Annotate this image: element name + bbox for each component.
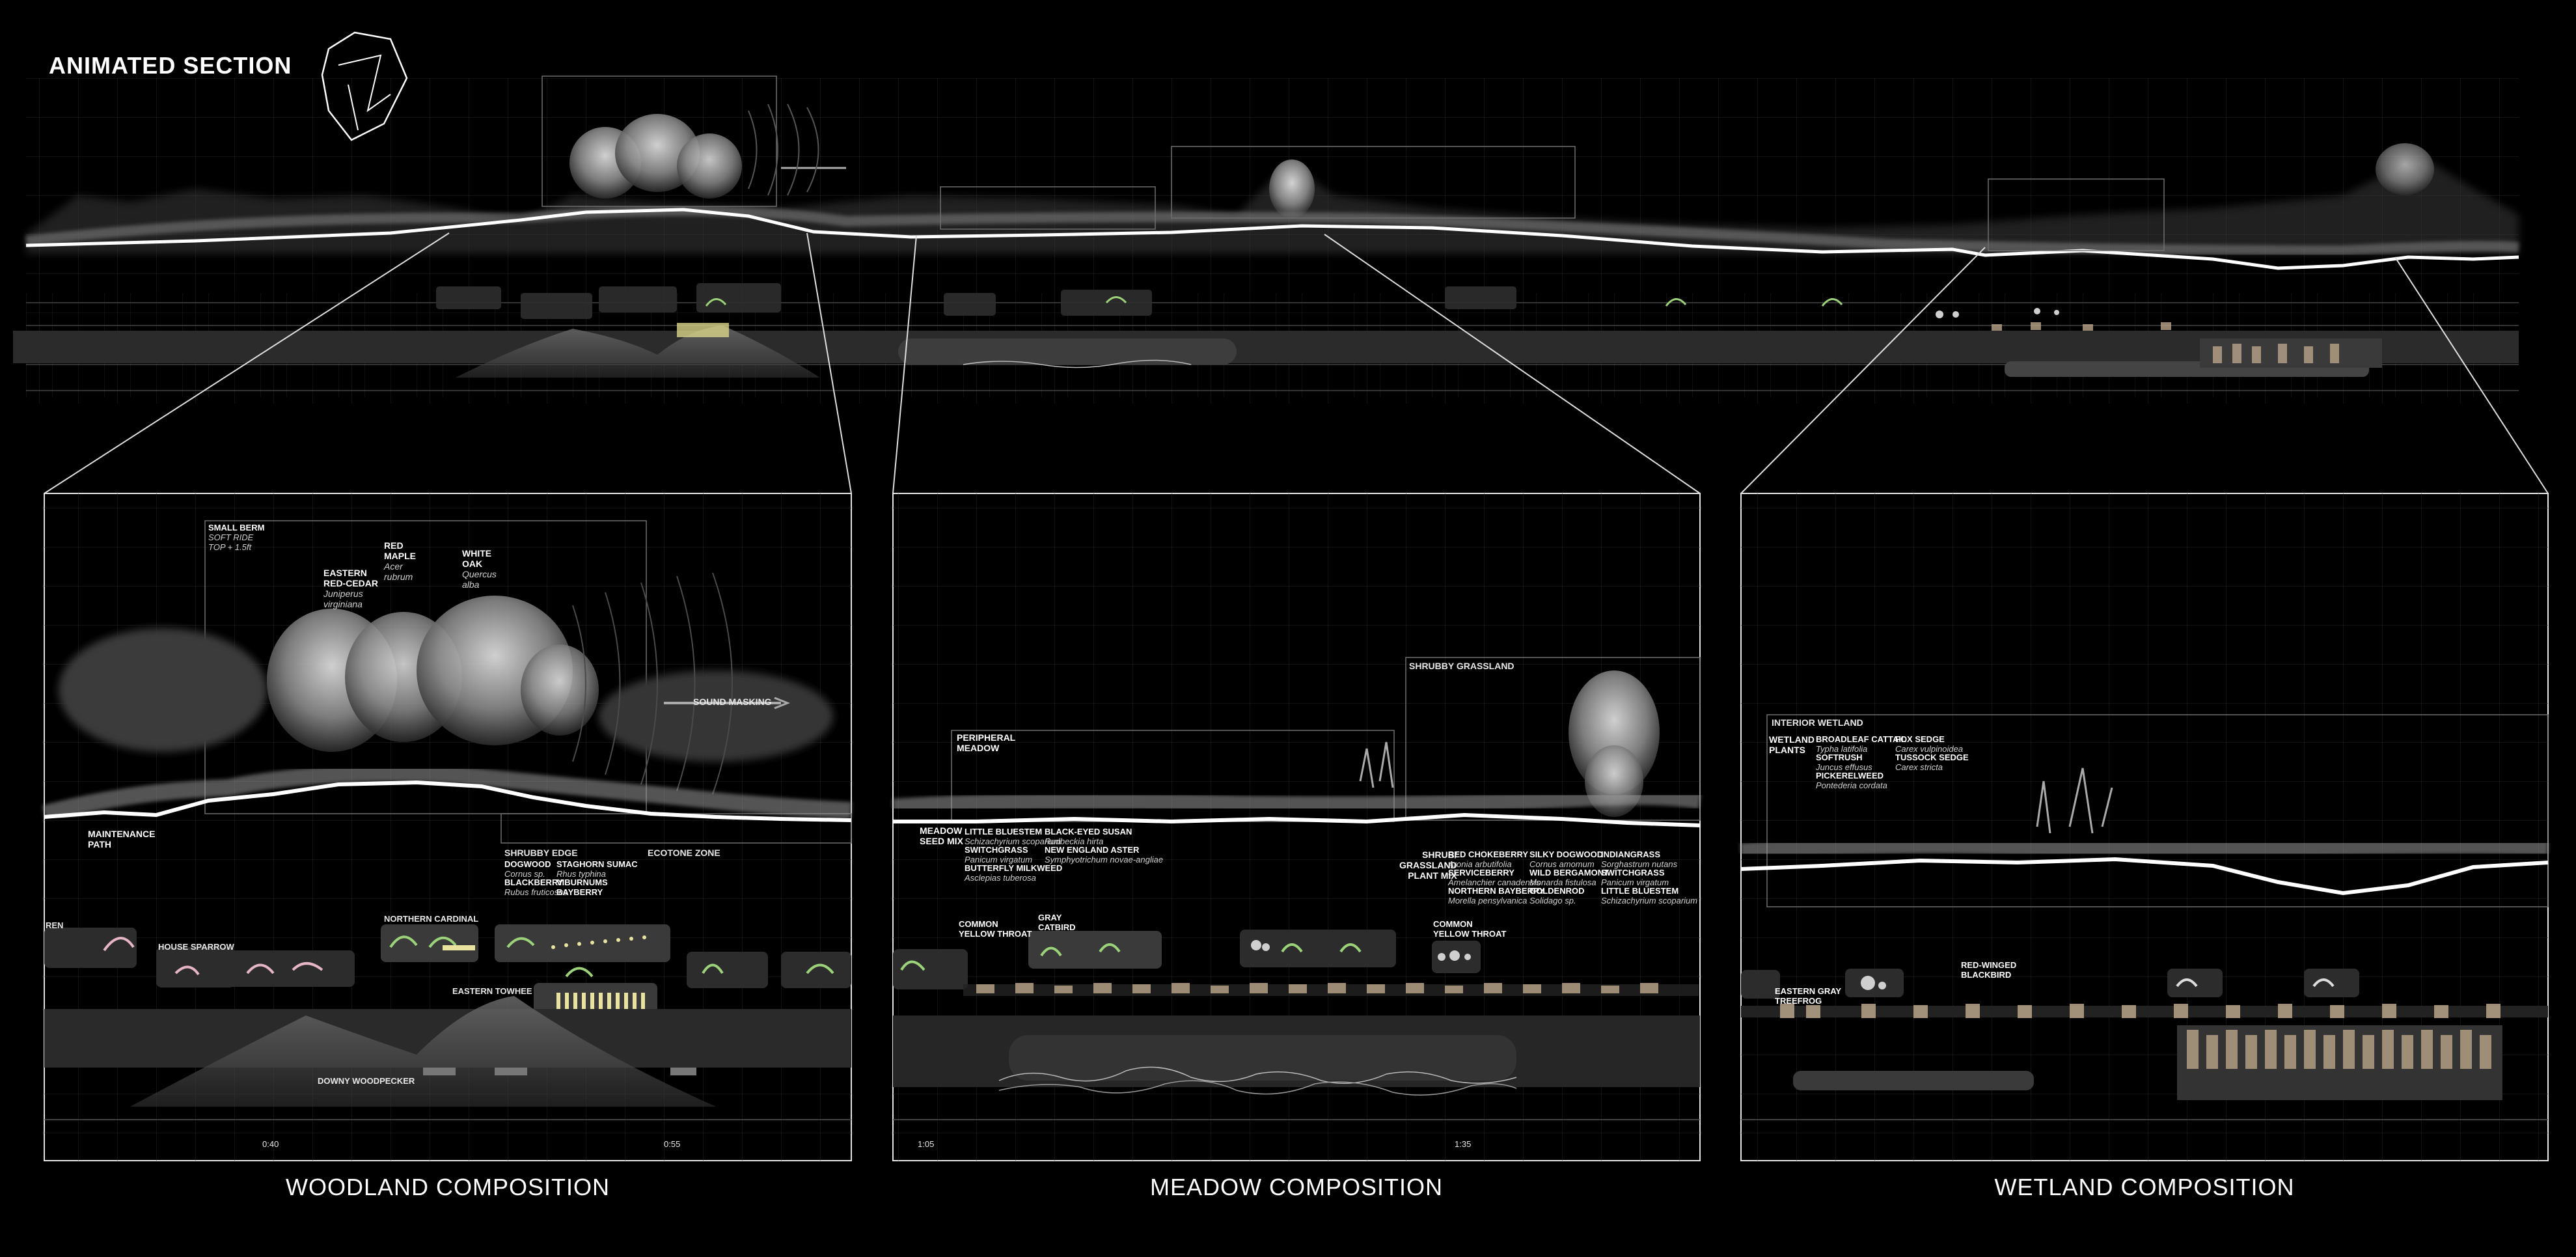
maintenance-path-label: MAINTENANCE PATH bbox=[88, 829, 156, 850]
shrub-plant-silky-dogwood: SILKY DOGWOOD Cornus amomum bbox=[1529, 850, 1604, 869]
shrubby-grassland-label: SHRUBBY GRASSLAND bbox=[1409, 661, 1514, 671]
bird-blackbird-label: RED-WINGED BLACKBIRD bbox=[1961, 960, 2017, 980]
shrub-grassland-mix-label: SHRUB/ GRASSLAND PLANT MIX bbox=[1399, 850, 1457, 881]
meadow-seed-mix-label: MEADOW SEED MIX bbox=[920, 825, 963, 846]
woodland-maple-label: RED MAPLE Acer rubrum bbox=[384, 540, 416, 582]
ecotone-zone-label: ECOTONE ZONE bbox=[648, 848, 720, 858]
meadow-plant-aster: NEW ENGLAND ASTER Symphyotrichum novae-a… bbox=[1045, 845, 1164, 864]
wetland-tree bbox=[2376, 143, 2434, 195]
woodland-panel bbox=[42, 493, 852, 1161]
shrub-plant-dogwood: DOGWOOD Cornus sp. bbox=[504, 859, 551, 879]
wetland-plant-fox-sedge: FOX SEDGE Carex vulpinoidea bbox=[1895, 734, 1964, 754]
page-title: ANIMATED SECTION bbox=[49, 52, 292, 79]
shrub-plant-sumac: STAGHORN SUMAC Rhus typhina bbox=[556, 859, 638, 879]
meadow-time-2: 1:35 bbox=[1455, 1139, 1472, 1149]
shrub-plant-chokeberry: RED CHOKEBERRY Aronia arbutifolia bbox=[1448, 850, 1529, 869]
overview-section bbox=[13, 31, 2519, 404]
bird-yellowthroat-2-label: COMMON YELLOW THROAT bbox=[1433, 919, 1507, 939]
meadow-caption: MEADOW COMPOSITION bbox=[1150, 1174, 1443, 1200]
woodland-berm-label: SMALL BERM SOFT RIDE TOP + 1.5ft bbox=[208, 523, 265, 552]
meadow-plant-bluestem: LITTLE BLUESTEM Schizachyrium scoparium bbox=[965, 827, 1062, 846]
shrub-plant-bergamont: WILD BERGAMONT Monarda fistulosa bbox=[1529, 868, 1610, 887]
woodland-time-1: 0:40 bbox=[262, 1139, 279, 1149]
peripheral-meadow-label: PERIPHERAL MEADOW bbox=[957, 732, 1016, 753]
shrub-plant-goldenrod: GOLDENROD Solidago sp. bbox=[1529, 886, 1585, 905]
woodland-caption: WOODLAND COMPOSITION bbox=[285, 1174, 610, 1200]
wetland-panel bbox=[1740, 493, 2549, 1161]
wetland-frog-calls bbox=[1780, 1004, 2501, 1018]
shrub-plant-switchgrass: SWITCHGRASS Panicum virgatum bbox=[1601, 868, 1669, 887]
woodland-oak-label: WHITE OAK Quercus alba bbox=[462, 548, 497, 590]
woodland-tree-cluster bbox=[267, 596, 599, 752]
bird-cardinal-label: NORTHERN CARDINAL bbox=[384, 914, 479, 924]
wetland-plant-pickerelweed: PICKERELWEED Pontederia cordata bbox=[1816, 771, 1887, 790]
key-map-icon bbox=[321, 31, 408, 141]
meadow-time-1: 1:05 bbox=[918, 1139, 935, 1149]
meadow-tree bbox=[1269, 159, 1315, 218]
wetland-plant-cattail: BROADLEAF CATTAIL Typha latifolia bbox=[1816, 734, 1906, 754]
shrubby-edge-label: SHRUBBY EDGE bbox=[504, 848, 578, 858]
shrub-plant-indiangrass: INDIANGRASS Sorghastrum nutans bbox=[1601, 850, 1678, 869]
meadow-plant-switchgrass: SWITCHGRASS Panicum virgatum bbox=[965, 845, 1033, 864]
meadow-panel bbox=[892, 493, 1702, 1161]
bird-treefrog-label: EASTERN GRAY TREEFROG bbox=[1775, 986, 1842, 1006]
woodland-time-2: 0:55 bbox=[664, 1139, 681, 1149]
shrub-plant-blackberry: BLACKBERRY Rubus fruticosus bbox=[504, 877, 568, 897]
wetland-plant-tussock-sedge: TUSSOCK SEDGE Carex stricta bbox=[1895, 753, 1969, 772]
bird-towhee-label: EASTERN TOWHEE bbox=[452, 986, 532, 996]
wetland-plants-label: WETLAND PLANTS bbox=[1769, 734, 1815, 755]
meadow-plant-milkweed: BUTTERFLY MILKWEED Asclepias tuberosa bbox=[965, 863, 1063, 883]
shrub-plant-serviceberry: SERVICEBERRY Amelanchier canadensis bbox=[1448, 868, 1541, 887]
interior-wetland-label: INTERIOR WETLAND bbox=[1772, 717, 1863, 728]
berm-tree-cluster bbox=[569, 114, 742, 199]
shrub-plant-little-bluestem: LITTLE BLUESTEM Schizachyrium scoparium bbox=[1601, 886, 1698, 905]
sound-masking-label: SOUND MASKING bbox=[693, 697, 772, 707]
woodland-cedar-label: EASTERN RED-CEDAR Juniperus virginiana bbox=[323, 568, 378, 609]
bird-yellowthroat-label: COMMON YELLOW THROAT bbox=[959, 919, 1032, 939]
projection-lines bbox=[44, 232, 2549, 494]
bird-catbird-label: GRAY CATBIRD bbox=[1038, 913, 1076, 932]
bird-wren-label: REN bbox=[46, 920, 64, 930]
bird-woodpecker-label: DOWNY WOODPECKER bbox=[318, 1076, 415, 1086]
bird-sparrow-label: HOUSE SPARROW bbox=[158, 942, 234, 952]
shrub-plant-viburnums: VIBURNUMS BAYBERRY bbox=[556, 877, 608, 897]
meadow-plant-susan: BLACK-EYED SUSAN Rudbeckia hirta bbox=[1045, 827, 1132, 846]
wetland-caption: WETLAND COMPOSITION bbox=[1994, 1174, 2295, 1200]
wetland-plant-softrush: SOFTRUSH Juncus effusus bbox=[1816, 753, 1872, 772]
shrub-plant-bayberry: NORTHERN BAYBERRY Morella pensylvanica bbox=[1448, 886, 1545, 905]
